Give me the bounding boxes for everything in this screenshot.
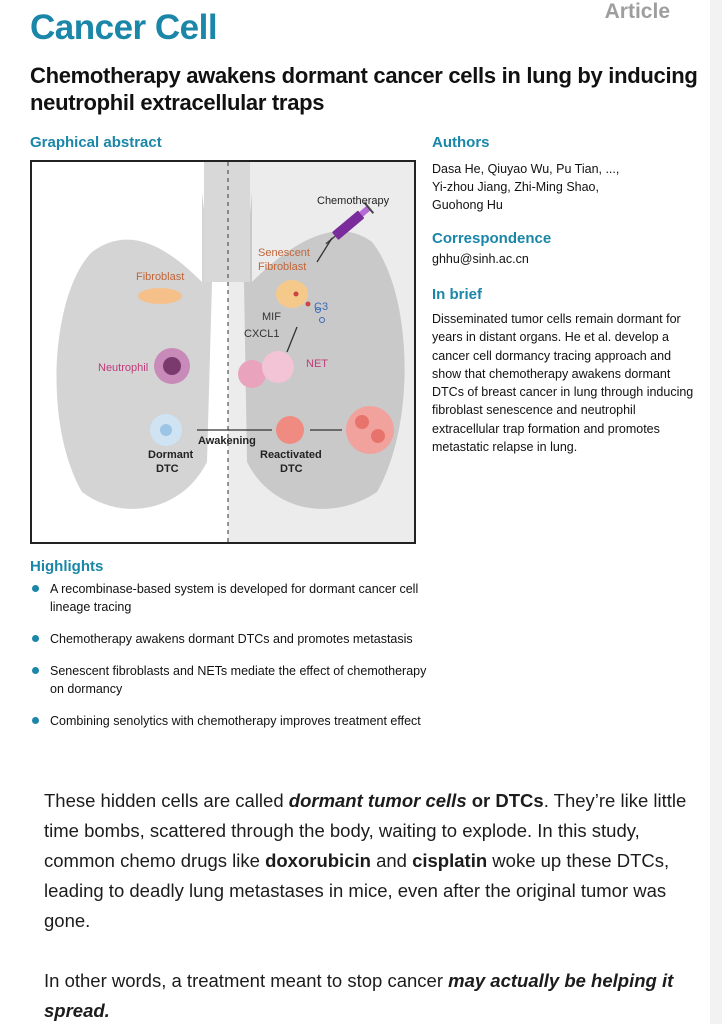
label-c3: C3 — [314, 301, 328, 313]
reactivated-dtc-icon — [276, 416, 304, 444]
article-title: Chemotherapy awakens dormant cancer cell… — [30, 63, 698, 115]
text-run: These hidden cells are called — [44, 790, 289, 811]
label-cxcl1: CXCL1 — [244, 328, 279, 340]
emphasis-helping-spread: may actually be helping it spread. — [44, 970, 674, 1021]
net-cloud-icon — [262, 351, 294, 383]
bullet-icon — [32, 717, 39, 724]
label-reactivated: Reactivated — [260, 449, 322, 461]
emphasis-dormant-tumor-cells: dormant tumor cells — [288, 790, 467, 811]
label-reactivated-dtc: DTC — [280, 463, 303, 475]
text-run: . They’re like little time bombs, scatte… — [44, 790, 687, 871]
label-fibroblast: Fibroblast — [136, 271, 184, 283]
text-run: and — [370, 850, 413, 871]
in-brief-heading: In brief — [432, 286, 483, 303]
highlight-item: Chemotherapy awakens dormant DTCs and pr… — [32, 630, 432, 648]
commentary-text: These hidden cells are called dormant tu… — [44, 786, 694, 1024]
label-senescent-fibroblast: Fibroblast — [258, 261, 306, 273]
text-run: woke up these DTCs, leading to deadly lu… — [44, 850, 670, 931]
in-brief-text: Disseminated tumor cells remain dormant … — [432, 312, 694, 455]
label-dormant-dtc: DTC — [156, 463, 179, 475]
text-run: In other words, a treatment meant to sto… — [44, 970, 449, 991]
page-edge — [710, 0, 722, 1024]
senescent-fibroblast-icon — [276, 280, 308, 308]
emphasis-dtcs: or DTCs — [466, 790, 544, 811]
authors-line: Guohong Hu — [432, 198, 503, 212]
c3-dot-icon — [319, 317, 325, 323]
cluster-cell-icon — [355, 415, 369, 429]
label-chemotherapy: Chemotherapy — [317, 195, 390, 207]
bullet-icon — [32, 635, 39, 642]
label-dormant: Dormant — [148, 449, 194, 461]
graphical-abstract-svg: Chemotherapy Senescent Fibroblast Fibrob… — [56, 162, 414, 542]
highlight-item: Combining senolytics with chemotherapy i… — [32, 712, 432, 730]
cytokine-dot-icon — [293, 291, 299, 297]
highlight-item: A recombinase-based system is developed … — [32, 580, 432, 616]
neutrophil-net-icon — [238, 360, 266, 388]
left-lung — [56, 192, 212, 509]
authors-heading: Authors — [432, 134, 490, 151]
signal-arrow — [286, 326, 298, 353]
article-type-tag: Article — [604, 0, 670, 23]
journal-name: Cancer Cell — [30, 8, 218, 47]
correspondence-heading: Correspondence — [432, 230, 552, 247]
label-awakening: Awakening — [198, 435, 256, 447]
highlight-item: Senescent fibroblasts and NETs mediate t… — [32, 662, 432, 698]
highlight-text: Chemotherapy awakens dormant DTCs and pr… — [50, 632, 413, 646]
label-neutrophil: Neutrophil — [98, 362, 148, 374]
emphasis-cisplatin: cisplatin — [412, 850, 488, 871]
correspondence-email[interactable]: ghhu@sinh.ac.cn — [432, 252, 529, 266]
cytokine-dot-icon — [305, 301, 311, 307]
highlight-text: Senescent fibroblasts and NETs mediate t… — [50, 664, 427, 696]
authors-line: Dasa He, Qiuyao Wu, Pu Tian, ..., — [432, 162, 620, 176]
label-mif: MIF — [262, 311, 281, 323]
syringe-icon — [325, 201, 375, 245]
emphasis-doxorubicin: doxorubicin — [265, 850, 371, 871]
bullet-icon — [32, 585, 39, 592]
authors-line: Yi-zhou Jiang, Zhi-Ming Shao, — [432, 180, 599, 194]
paper-page: Cancer Cell Article Chemotherapy awakens… — [30, 0, 702, 744]
authors-list: Dasa He, Qiuyao Wu, Pu Tian, ..., Yi-zho… — [432, 160, 702, 214]
label-net: NET — [306, 358, 328, 370]
highlight-text: Combining senolytics with chemotherapy i… — [50, 714, 421, 728]
cluster-cell-icon — [371, 429, 385, 443]
commentary-paragraph: In other words, a treatment meant to sto… — [44, 966, 694, 1024]
commentary-paragraph: These hidden cells are called dormant tu… — [44, 786, 694, 936]
c3-dot-icon — [315, 307, 321, 313]
graphical-abstract-heading: Graphical abstract — [30, 134, 162, 151]
dormant-dtc-nucleus-icon — [160, 424, 172, 436]
neutrophil-nucleus-icon — [163, 357, 181, 375]
graphical-abstract-figure: Chemotherapy Senescent Fibroblast Fibrob… — [30, 160, 416, 544]
metastatic-cluster-icon — [346, 406, 394, 454]
fibroblast-cell-icon — [138, 288, 182, 304]
highlight-text: A recombinase-based system is developed … — [50, 582, 419, 614]
highlights-heading: Highlights — [30, 558, 104, 575]
trachea — [204, 162, 250, 282]
bullet-icon — [32, 667, 39, 674]
paragraph-gap — [44, 936, 694, 966]
chemo-arrow — [316, 237, 333, 263]
label-senescent: Senescent — [258, 247, 310, 259]
highlights-list: A recombinase-based system is developed … — [32, 580, 432, 744]
